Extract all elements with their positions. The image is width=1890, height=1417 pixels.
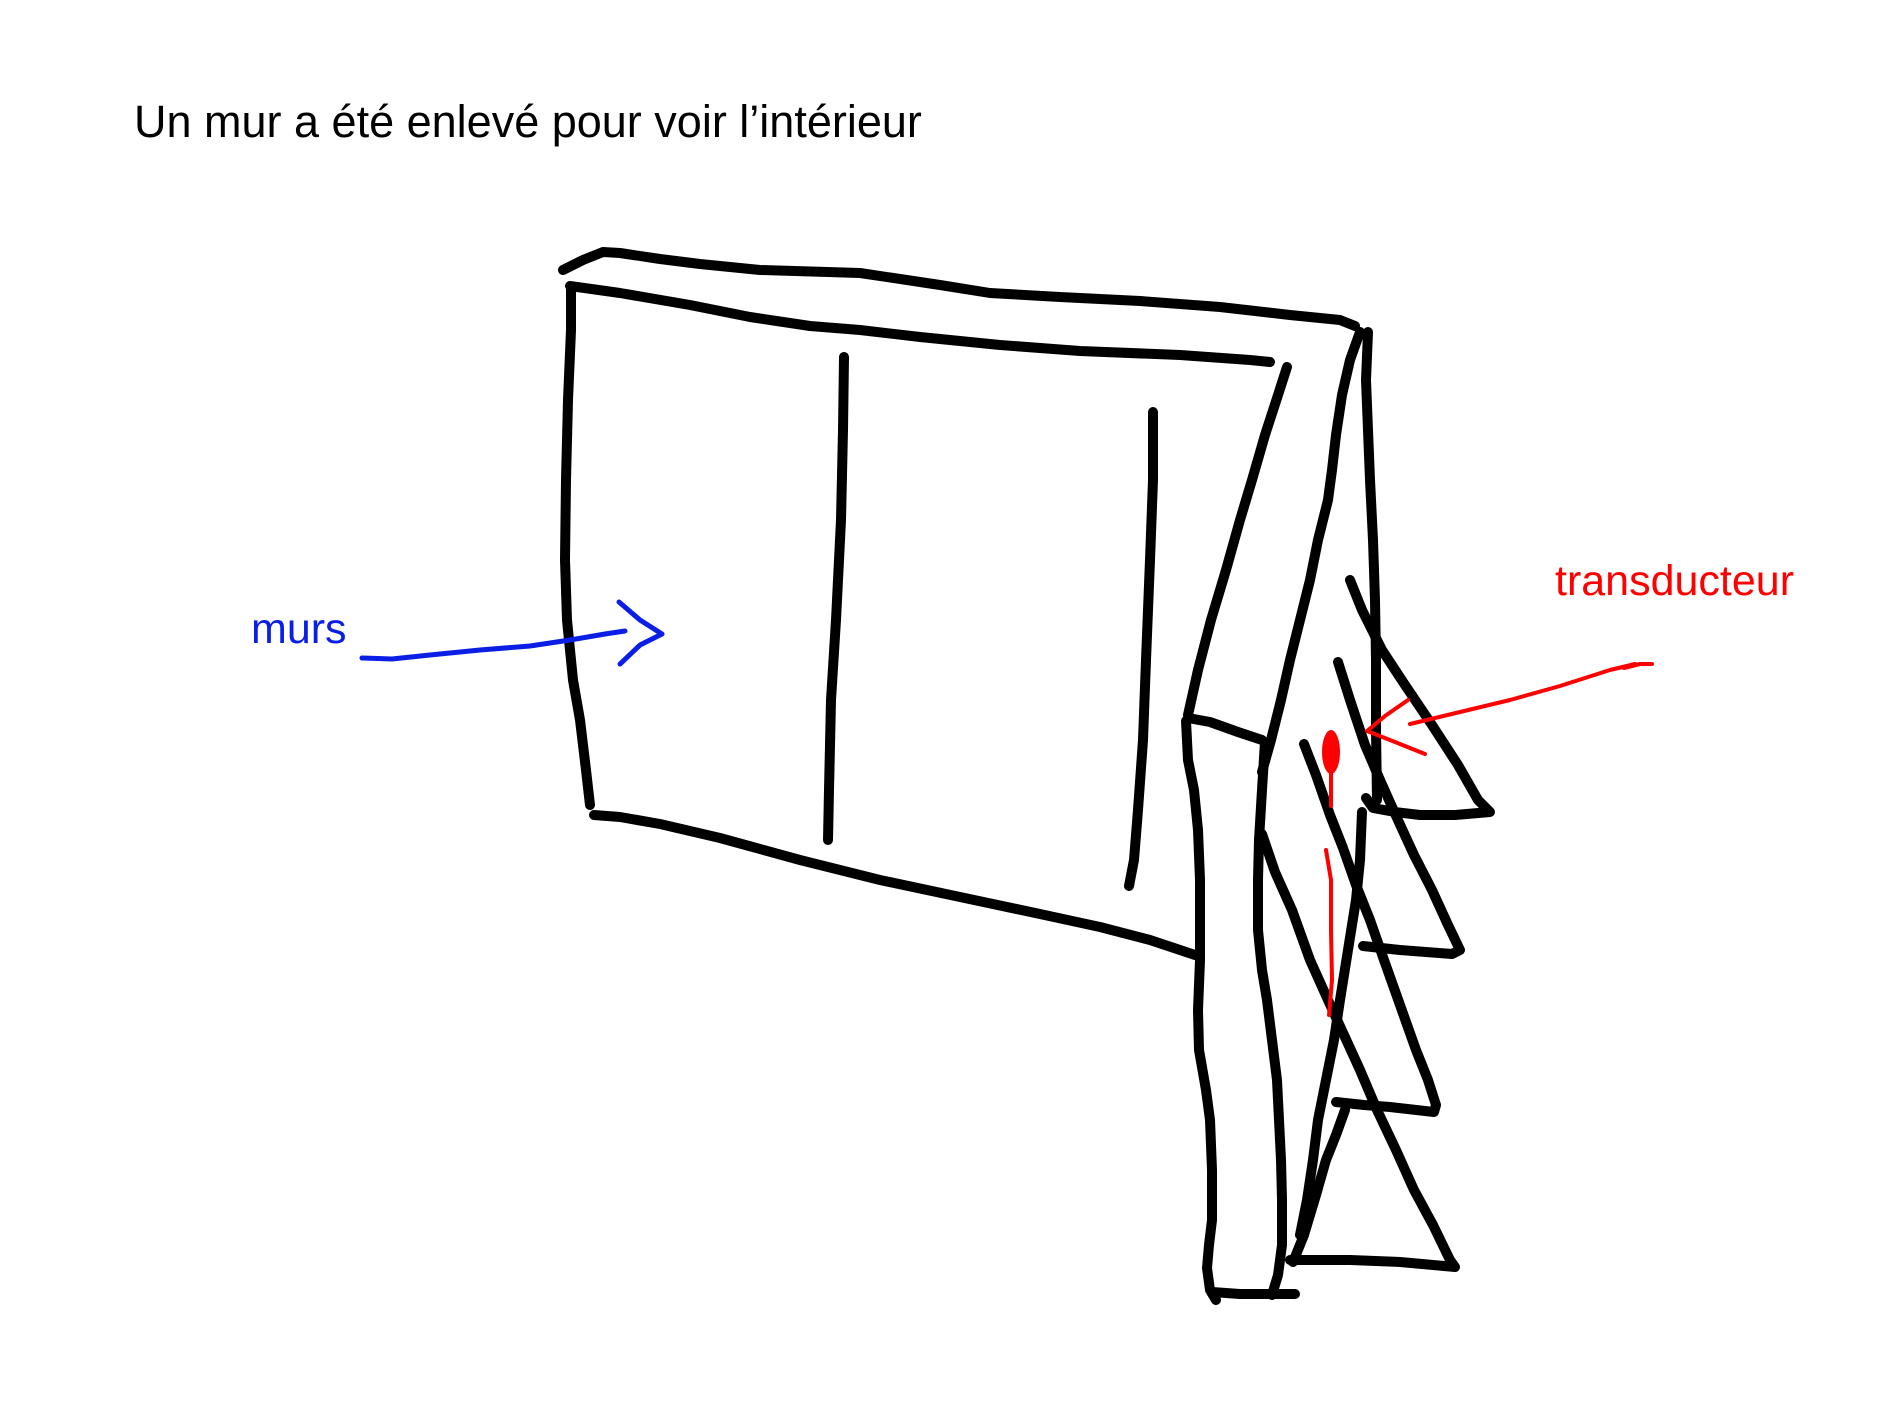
side-wall-inner-edge [1183,362,1292,720]
fin-4 [1257,829,1460,1272]
partition-left [823,352,849,845]
front-post-left [1181,716,1221,1305]
enclosure-sketch [558,247,1495,1305]
walls-arrow [359,599,665,667]
transducer-marker [1322,730,1340,1017]
back-panel-left-edge [560,282,595,810]
walls-arrow-shaft [359,628,628,662]
transducer-arrow-shaft [1408,662,1637,726]
walls-arrow-head [616,599,665,667]
transducer-label: transducteur [1555,557,1795,605]
fin-2 [1333,657,1465,959]
partition-right [1124,407,1158,891]
side-wall-step [1183,713,1267,745]
top-rim-outer-edge [558,247,1360,331]
base-edge [1207,1287,1300,1299]
bottom-edge [589,810,1200,960]
transducer-arrow-tail [1622,662,1654,670]
top-rim-inner-edge [565,281,1275,367]
fin-3 [1299,739,1441,1117]
transducer-body [1322,730,1340,774]
front-post-right [1253,737,1287,1300]
back-right-vertical-edge [1361,327,1382,805]
transducer-arrow [1365,662,1654,756]
transducer-arrow-head [1365,698,1427,756]
walls-label: murs [251,605,347,653]
transducer-cable [1324,848,1335,1017]
side-wall-outer-edge [1257,327,1365,777]
page-title: Un mur a été enlevé pour voir l’intérieu… [134,96,922,147]
fin-5 [1288,1105,1350,1267]
